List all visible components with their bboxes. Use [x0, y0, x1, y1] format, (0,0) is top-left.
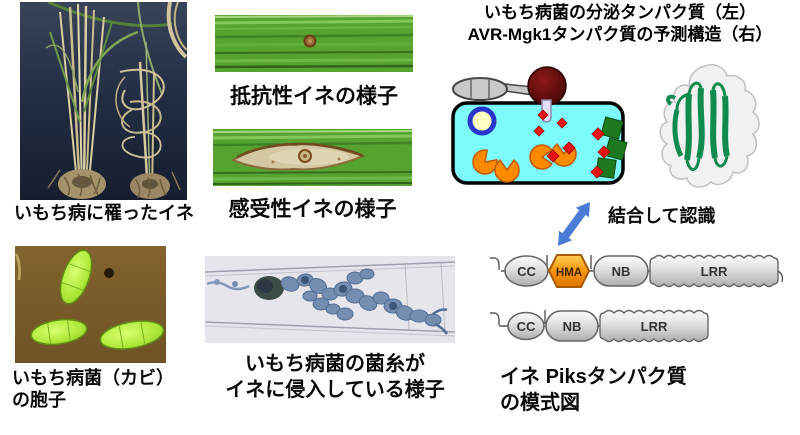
binding-label: 結合して認識 — [608, 206, 716, 226]
row1-nb-label: NB — [612, 264, 631, 279]
title-line1: いもち病菌の分泌タンパク質（左） — [484, 3, 756, 22]
diseased-rice-photo — [20, 2, 187, 200]
susceptible-leaf-photo — [213, 129, 412, 186]
susceptible-leaf-caption: 感受性イネの様子 — [228, 198, 397, 221]
row2-cc-domain — [507, 311, 545, 341]
effector-panel-title: いもち病菌の分泌タンパク質（左） AVR-Mgk1タンパク質の予測構造（右） — [440, 2, 800, 46]
resistant-lesion-spot — [303, 34, 317, 48]
nucleus-icon — [467, 106, 497, 136]
diseased-rice-plant — [115, 2, 187, 195]
piks-caption: イネ Piksタンパク質 の模式図 — [500, 366, 687, 414]
row1-nb-domain — [593, 255, 649, 287]
recognition-complex-icons — [590, 116, 628, 179]
row2-cc-label: CC — [517, 319, 536, 334]
spores-photo — [15, 246, 166, 363]
piks-bold-label: Piks — [545, 366, 587, 388]
title-line2: AVR-Mgk1タンパク質の予測構造（右） — [467, 25, 773, 44]
row1-lrr-domain — [649, 254, 779, 288]
beta-sheet-ribbons — [666, 81, 730, 171]
row2-nb-label: NB — [563, 319, 582, 334]
resistant-leaf-photo — [215, 15, 413, 72]
invasive-hyphae — [206, 268, 449, 335]
row1-hma-domain — [547, 254, 591, 288]
row1-hma-label: HMA — [556, 267, 582, 279]
cell-infection-diagram — [451, 66, 628, 185]
fungal-spore-icon — [452, 77, 534, 101]
row2-lrr-domain — [599, 309, 709, 343]
binding-arrow-icon — [558, 202, 590, 246]
row2-lrr-label: LRR — [641, 319, 668, 334]
hyphae-caption: いもち病菌の菌糸が イネに侵入している様子 — [225, 353, 445, 401]
spore-cells — [30, 249, 165, 350]
healthy-rice-plant — [45, 3, 139, 193]
row1-lrr-label: LRR — [701, 264, 728, 279]
root-balls — [47, 169, 181, 199]
susceptible-lesion — [230, 142, 366, 171]
piks-domain-diagram: CC HMA NB LRR CC NB LRR — [490, 254, 784, 343]
row1-cc-label: CC — [517, 264, 536, 279]
avr-mgk1-structure — [659, 64, 760, 188]
resistant-leaf-caption: 抵抗性イネの様子 — [230, 85, 398, 108]
dark-particle — [104, 268, 114, 278]
avr-mgk1-label: AVR-Mgk1 — [467, 25, 552, 44]
diseased-rice-caption: いもち病に罹ったイネ — [14, 203, 194, 223]
row2-nb-domain — [545, 310, 599, 342]
rice-cell-walls — [205, 261, 455, 337]
hyphae-photo — [205, 256, 455, 343]
spores-caption: いもち病菌（カビ） の胞子 — [12, 368, 174, 410]
effector-diamonds — [533, 109, 568, 137]
bound-effector-diamonds — [546, 141, 576, 163]
